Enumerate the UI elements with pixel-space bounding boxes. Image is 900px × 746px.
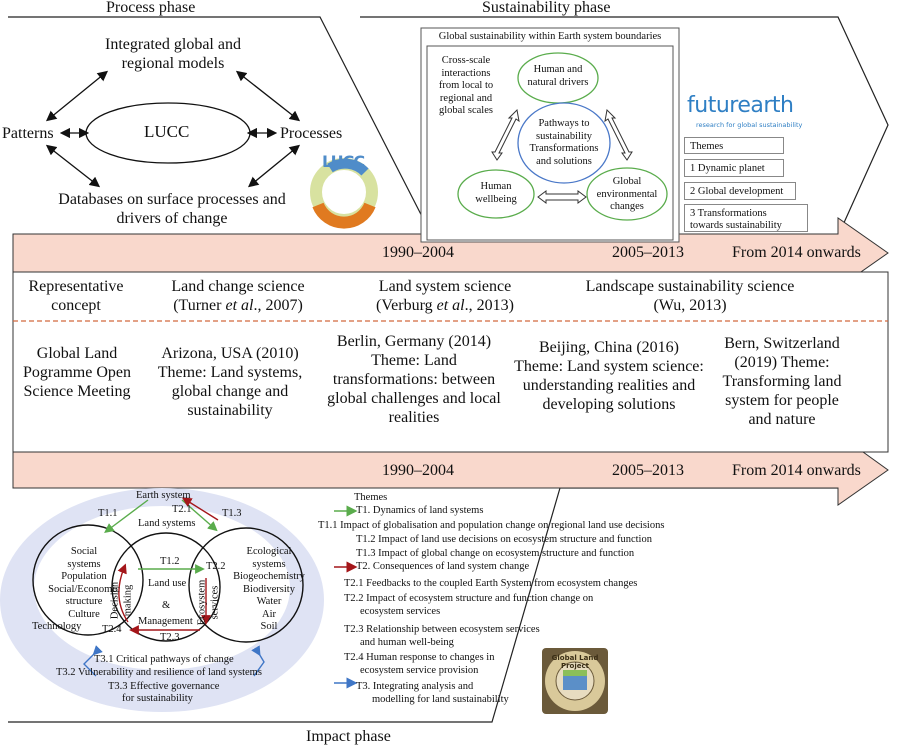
sustainability-phase-outline: [360, 16, 889, 237]
theme-item-1: 1 Dynamic planet: [684, 159, 784, 177]
t23-label: T2.3: [160, 632, 180, 643]
sustainability-box-title: Global sustainability within Earth syste…: [438, 31, 662, 42]
databases-label: Databases on surface processes and drive…: [58, 191, 286, 227]
land-use-label: Land use: [148, 578, 187, 589]
ecological-systems-label: Ecological systems Biogeochemistry Biodi…: [233, 546, 305, 632]
human-wellbeing-label: Human wellbeing: [475, 181, 517, 205]
legend-t3b: modelling for land sustainability: [372, 694, 509, 705]
legend-t1-1: T1.1 Impact of globalisation and populat…: [318, 520, 665, 531]
legend-t2-3b: and human well-being: [360, 637, 454, 648]
arrow-t3-right: [251, 645, 265, 677]
t13-top-label: T1.3: [222, 508, 242, 519]
timeline-top-p3: From 2014 onwards: [732, 244, 861, 261]
timeline-top-p2: 2005–2013: [612, 244, 684, 261]
arrow-patterns-databases: [45, 144, 101, 188]
human-wellbeing-ellipse: [457, 169, 535, 219]
t12-label: T1.2: [160, 556, 180, 567]
theme-item-3: 3 Transformations towards sustainability: [684, 204, 808, 232]
concept-land-change-science: Land change science (Turner et al., 2007…: [171, 278, 305, 314]
legend-title: Themes: [354, 492, 388, 503]
land-use-circle: [111, 532, 221, 642]
legend-t1-2: T1.2 Impact of land use decisions on eco…: [356, 534, 652, 545]
futurearth-logo: futurearth: [687, 93, 794, 118]
legend-t2-2a: T2.2 Impact of ecosystem structure and f…: [344, 593, 594, 604]
impact-phase-title: Impact phase: [306, 728, 391, 745]
cross-scale-label: Cross-scale interactions from local to r…: [438, 55, 494, 116]
management-label: Management: [138, 616, 193, 627]
legend-t2: T2. Consequences of land system change: [356, 561, 530, 572]
arrow-t24: [117, 563, 129, 623]
pathways-ellipse: [517, 102, 611, 184]
legend-t2-2b: ecosystem services: [360, 606, 441, 617]
land-systems-label: Land systems: [138, 518, 196, 529]
process-phase-outline: [8, 16, 433, 237]
t22-label: T2.2: [206, 561, 226, 572]
legend-t3a: T3. Integrating analysis and: [356, 681, 474, 692]
earth-system-ellipse: [34, 506, 290, 670]
futurearth-subtitle: research for global sustainability: [696, 121, 803, 129]
themes-box-title: Themes: [684, 137, 784, 154]
ecological-systems-circle: [188, 527, 304, 643]
glp-logo-text: Global Land Project: [551, 654, 599, 670]
meeting-beijing: Beijing, China (2016) Theme: Land system…: [514, 339, 704, 413]
t31-label: T3.1 Critical pathways of change: [94, 654, 234, 665]
timeline-bottom-p3: From 2014 onwards: [732, 462, 861, 479]
human-natural-label: Human and natural drivers: [527, 64, 589, 88]
patterns-label: Patterns: [2, 125, 54, 142]
meeting-bern: Bern, Switzerland (2019) Theme: Transfor…: [722, 335, 842, 428]
t32-label: T3.2 Vulnerability and resilience of lan…: [56, 667, 262, 678]
table-box: [12, 271, 889, 453]
social-systems-circle: [32, 524, 144, 636]
legend-t2-3a: T2.3 Relationship between ecosystem serv…: [344, 624, 540, 635]
global-env-ellipse: [586, 167, 668, 221]
legend-t2-1: T2.1 Feedbacks to the coupled Earth Syst…: [344, 578, 638, 589]
arrow-t3-left: [83, 645, 103, 677]
social-systems-label: Social systems Population Social/Economi…: [32, 546, 120, 632]
amp-label: &: [162, 600, 171, 611]
t33-label-a: T3.3 Effective governance: [108, 681, 220, 692]
t24-label: T2.4: [102, 624, 122, 635]
hollow-arrow-bottom: [537, 190, 587, 204]
t21-top-label: T2.1: [172, 504, 192, 515]
theme-item-2: 2 Global development: [684, 182, 796, 200]
process-phase-title: Process phase: [106, 0, 196, 16]
earth-system-label: Earth system: [136, 490, 191, 501]
meeting-label: Global Land Pogramme Open Science Meetin…: [23, 345, 131, 400]
decision-making-label: Decision making: [109, 581, 134, 620]
lucc-label: LUCC: [144, 122, 190, 141]
hollow-arrow-right: [604, 108, 633, 161]
sustainability-phase-title: Sustainability phase: [482, 0, 611, 16]
global-land-project-logo-icon: [542, 648, 608, 714]
timeline-bottom-p1: 1990–2004: [382, 462, 454, 479]
global-env-label: Global environmental changes: [596, 176, 658, 212]
processes-label: Processes: [280, 125, 343, 142]
concept-land-system-science: Land system science (Verburg et al., 201…: [376, 278, 514, 314]
arrow-processes-databases: [247, 144, 301, 188]
ecosystem-services-label: Ecosystem services: [196, 579, 221, 626]
lucc-logo-text: LUCC: [322, 152, 365, 171]
hollow-arrow-left: [491, 108, 520, 161]
representative-concept-label: Representative concept: [28, 278, 124, 314]
lucc-logo-icon: [310, 158, 378, 229]
arrow-t21-top: [181, 497, 219, 521]
meeting-arizona: Arizona, USA (2010) Theme: Land systems,…: [157, 345, 303, 419]
concept-landscape-sustainability-science: Landscape sustainability science (Wu, 20…: [585, 278, 795, 314]
legend-t1-3: T1.3 Impact of global change on ecosyste…: [356, 548, 635, 559]
arrow-t11-top: [104, 499, 149, 533]
legend-t1: T1. Dynamics of land systems: [356, 505, 484, 516]
pathways-label: Pathways to sustainability Transformatio…: [529, 118, 599, 167]
legend-t2-4b: ecosystem service provision: [360, 665, 479, 676]
meeting-berlin: Berlin, Germany (2014) Theme: Land trans…: [327, 333, 501, 426]
legend-t2-4a: T2.4 Human response to changes in: [344, 652, 495, 663]
arrow-models-patterns: [45, 70, 109, 122]
timeline-top-p1: 1990–2004: [382, 244, 454, 261]
timeline-bottom-p2: 2005–2013: [612, 462, 684, 479]
t11-top-label: T1.1: [98, 508, 118, 519]
integrated-models-label: Integrated global and regional models: [105, 36, 241, 72]
arrow-models-processes: [235, 70, 301, 122]
t33-label-b: for sustainability: [122, 693, 193, 704]
